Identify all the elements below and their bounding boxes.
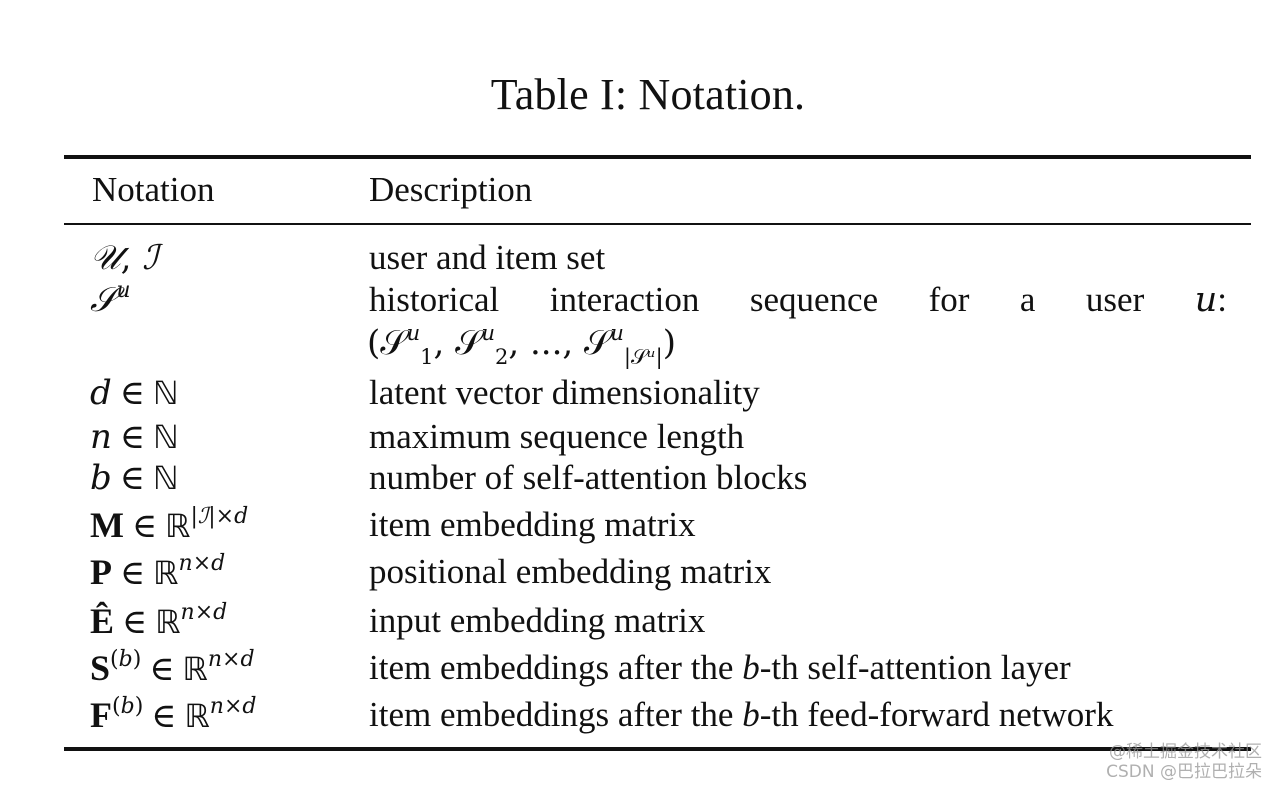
notation-cell: n∈ℕ <box>90 417 179 457</box>
header-notation: Notation <box>92 170 215 209</box>
description-cell: item embeddings after the b-th self-atte… <box>369 648 1071 687</box>
description-cell: historical interaction sequence for a us… <box>369 280 1227 320</box>
description-cell: latent vector dimensionality <box>369 373 760 412</box>
notation-cell: F(b)∈ℝn×d <box>90 694 257 736</box>
description-cell: item embeddings after the b-th feed-forw… <box>369 695 1114 734</box>
description-cell: number of self-attention blocks <box>369 458 808 497</box>
description-cell: user and item set <box>369 238 606 277</box>
description-sequence: (𝒮u1, 𝒮u2, ..., 𝒮u|𝒮ᵘ|) <box>367 321 676 369</box>
table-caption: Table I: Notation. <box>490 70 806 119</box>
notation-cell: b∈ℕ <box>90 458 179 498</box>
notation-cell: 𝒮u <box>90 278 131 321</box>
description-cell: maximum sequence length <box>369 417 745 456</box>
table-bottom-rule <box>64 747 1251 751</box>
notation-cell: Ê∈ℝn×d <box>90 600 228 642</box>
description-cell: positional embedding matrix <box>369 552 772 591</box>
notation-cell: 𝒰, ℐ <box>90 238 159 278</box>
description-cell: item embedding matrix <box>369 505 696 544</box>
description-cell: input embedding matrix <box>369 601 706 640</box>
header-description: Description <box>369 170 533 209</box>
notation-cell: d∈ℕ <box>90 373 179 413</box>
table-header-rule <box>64 223 1251 225</box>
notation-cell: P∈ℝn×d <box>90 551 226 593</box>
watermark: @稀土掘金技术社区 CSDN @巴拉巴拉朵 <box>1106 742 1262 782</box>
watermark-line-2: CSDN @巴拉巴拉朵 <box>1106 762 1262 782</box>
notation-cell: S(b)∈ℝn×d <box>90 647 255 689</box>
table-top-rule <box>64 155 1251 159</box>
watermark-line-1: @稀土掘金技术社区 <box>1109 742 1262 762</box>
notation-cell: M∈ℝ|ℐ|×d <box>90 504 249 546</box>
